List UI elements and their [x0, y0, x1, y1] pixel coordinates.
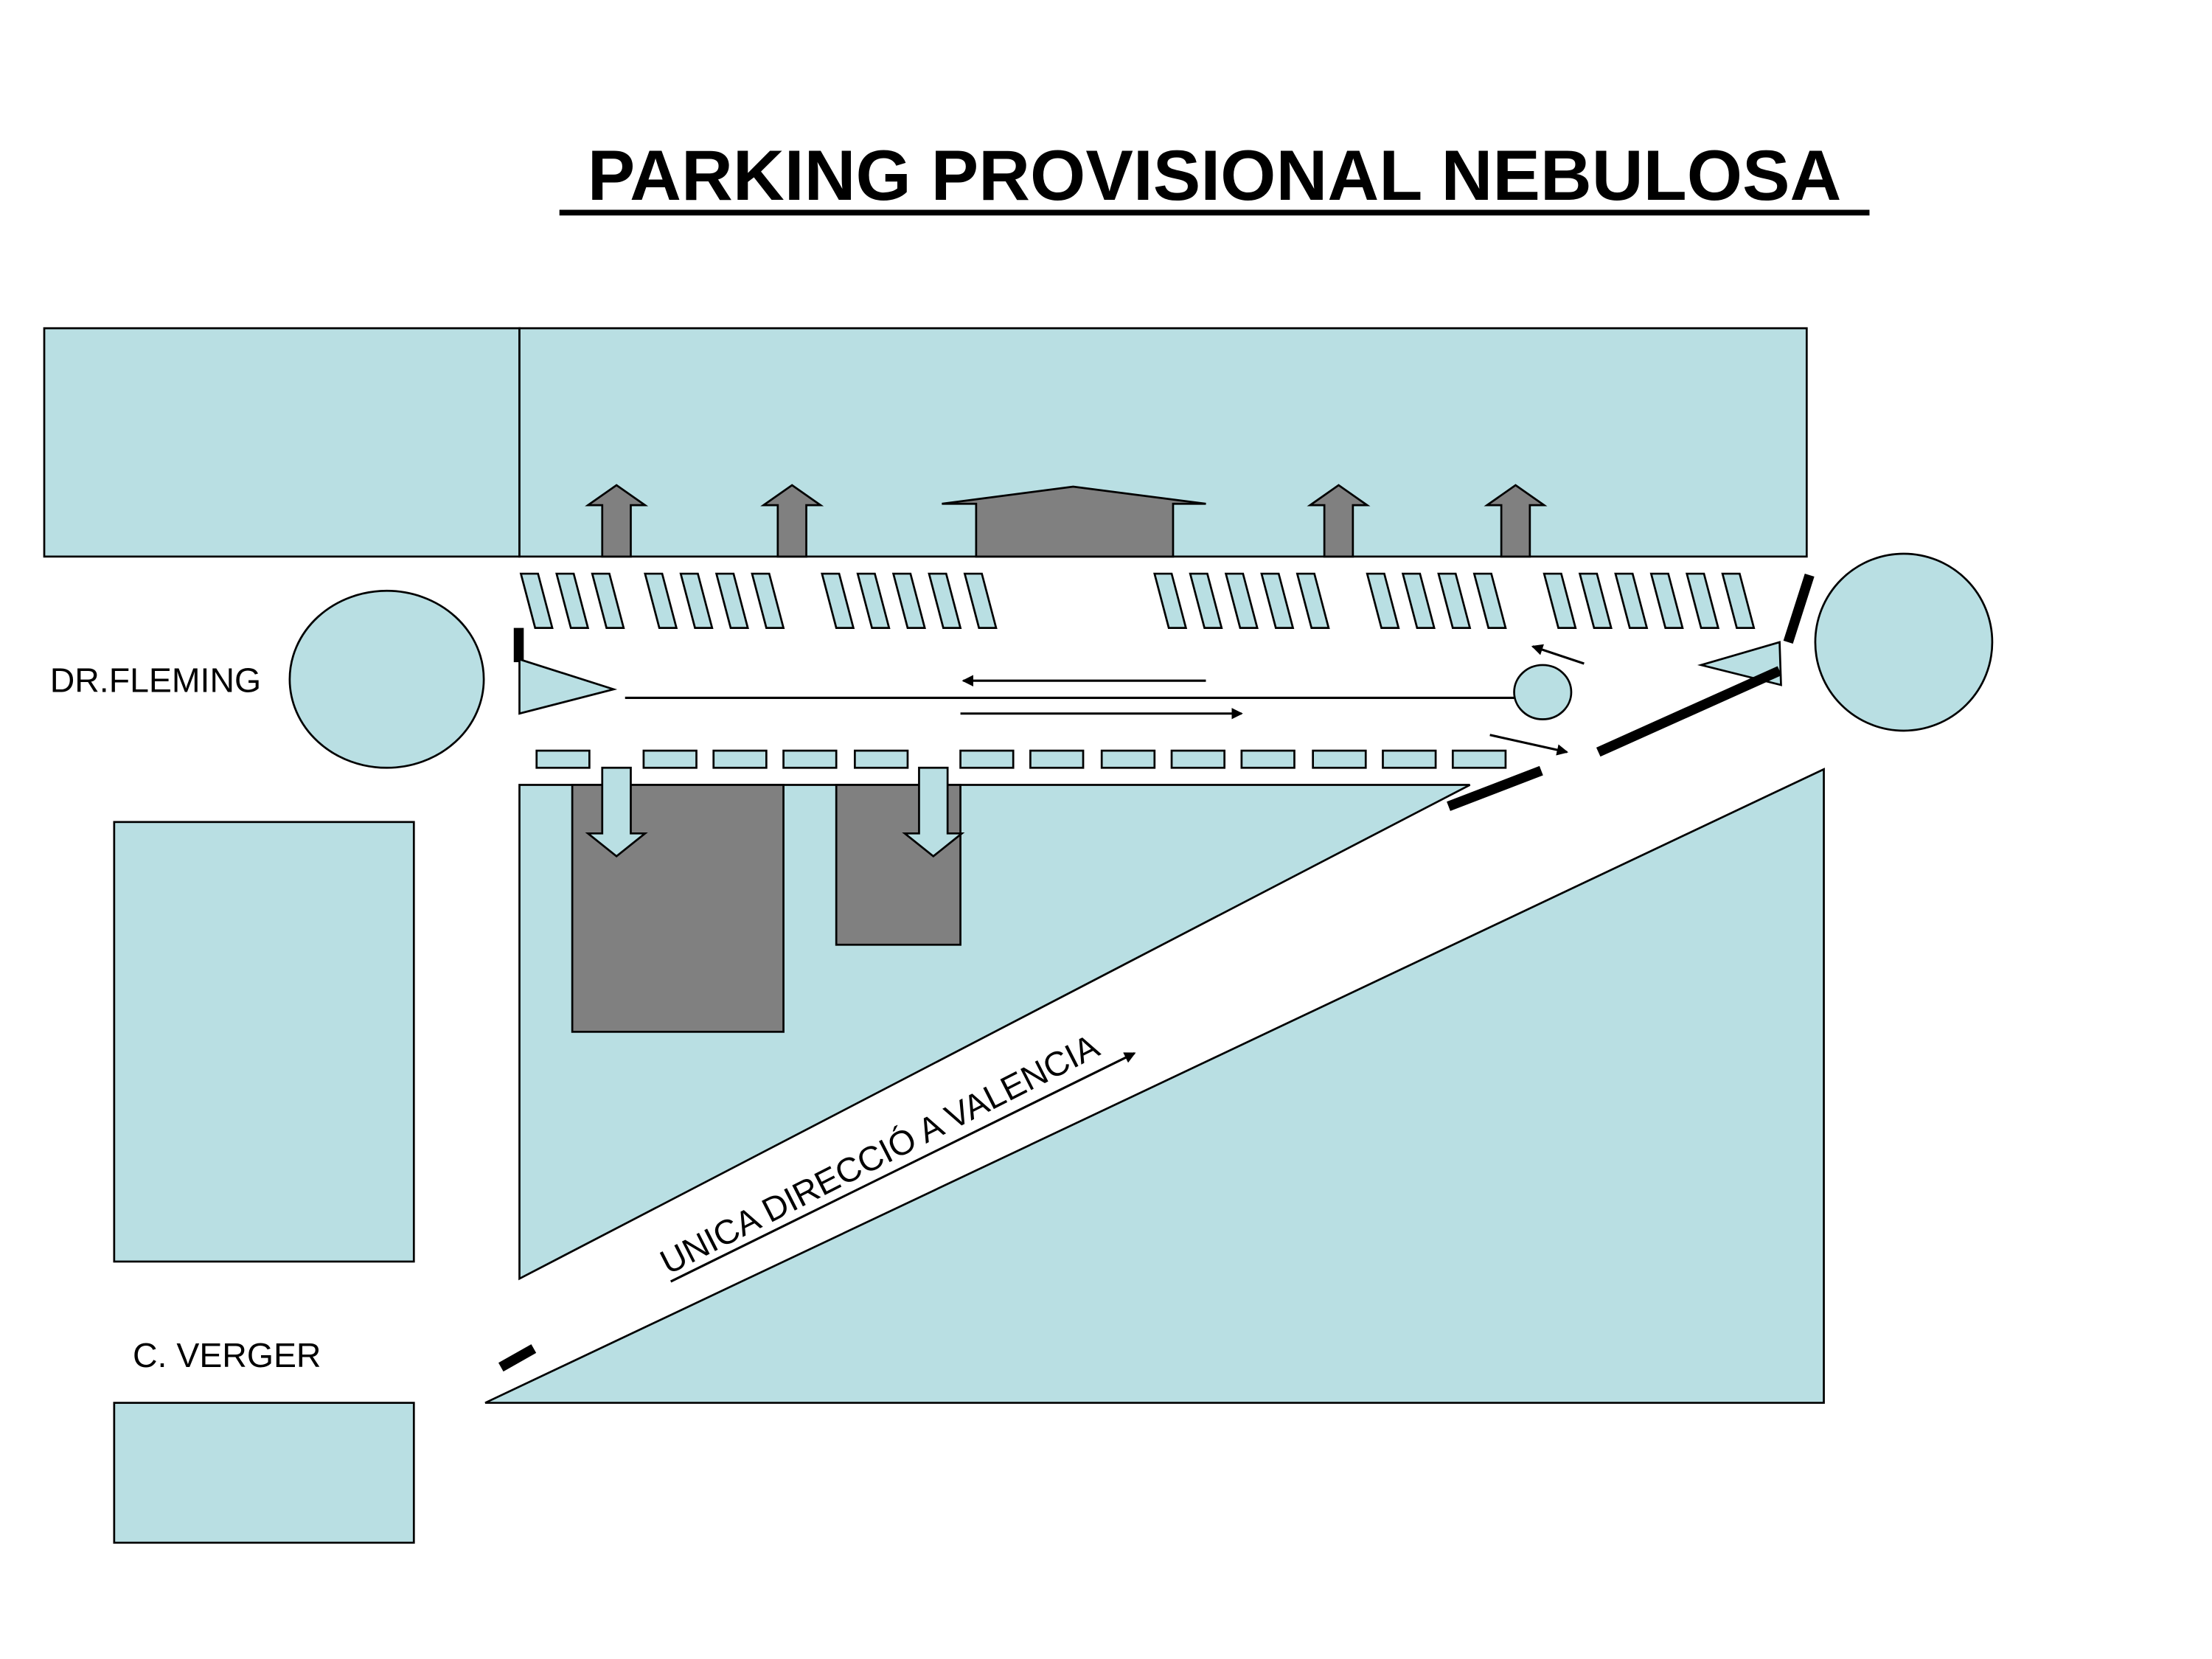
parking-slot-parallel [1029, 749, 1085, 769]
parking-slot-angled [1543, 572, 1577, 629]
parking-slot-angled [1295, 572, 1330, 629]
small-roundabout [1513, 664, 1573, 720]
parking-slot-parallel [1170, 749, 1226, 769]
arrow-direction-valencia [669, 1051, 1136, 1283]
parking-slot-angled [1578, 572, 1613, 629]
parking-slot-parallel [1312, 749, 1367, 769]
parking-slot-parallel [782, 749, 838, 769]
street-label-c-verger: C. VERGER [133, 1336, 321, 1374]
parking-slot-angled [644, 572, 678, 629]
parking-slot-angled [1153, 572, 1188, 629]
entrance-down-arrow-icon [585, 766, 648, 858]
entrance-up-arrow-icon [1484, 484, 1548, 558]
roundabout-left [288, 589, 485, 769]
parking-slot-parallel [712, 749, 768, 769]
page-title: PARKING PROVISIONAL NEBULOSA [588, 135, 1842, 215]
parking-slot-angled [963, 572, 998, 629]
island-triangle-left [518, 658, 618, 715]
parking-slot-angled [1260, 572, 1295, 629]
roundabout-right [1814, 552, 1994, 732]
entrance-up-arrow-icon [1307, 484, 1371, 558]
parking-slot-angled [1472, 572, 1507, 629]
street-label-dr-fleming: DR.FLEMING [50, 661, 261, 700]
parking-slot-parallel [535, 749, 591, 769]
parking-slot-angled [591, 572, 625, 629]
parking-slot-parallel [1100, 749, 1156, 769]
parking-slot-angled [751, 572, 785, 629]
block-left-middle [113, 821, 415, 1263]
parking-slot-parallel [959, 749, 1015, 769]
parking-slot-angled [1224, 572, 1259, 629]
parking-slot-parallel [1240, 749, 1295, 769]
barrier-diagonal-1 [1596, 666, 1782, 757]
parking-slot-angled [891, 572, 926, 629]
block-top-left [43, 327, 521, 558]
barrier-bottom [498, 1344, 537, 1372]
parking-slot-parallel [1451, 749, 1507, 769]
parking-slot-parallel [854, 749, 909, 769]
parking-slot-parallel [642, 749, 698, 769]
arrow-turn-down [1489, 734, 1569, 756]
barrier-right [1783, 573, 1815, 644]
entrance-up-arrow-icon [585, 484, 649, 558]
parking-slot-angled [679, 572, 714, 629]
parking-slot-angled [1401, 572, 1436, 629]
barrier-diagonal-2 [1447, 765, 1543, 811]
parking-slot-angled [1189, 572, 1223, 629]
parking-slot-angled [714, 572, 749, 629]
parking-slot-angled [1437, 572, 1472, 629]
entrance-up-arrow-icon [760, 484, 824, 558]
arrow-turn-up [1531, 644, 1585, 665]
parking-slot-angled [821, 572, 855, 629]
parking-slot-angled [1685, 572, 1720, 629]
entrance-down-arrow-icon [902, 766, 965, 858]
parking-slot-angled [1721, 572, 1756, 629]
barrier-left [513, 627, 524, 663]
parking-slot-angled [1614, 572, 1649, 629]
parking-slot-parallel [1382, 749, 1437, 769]
parking-slot-angled [519, 572, 554, 629]
parking-slot-angled [1366, 572, 1400, 629]
parking-slot-angled [856, 572, 891, 629]
house-building-entrance [942, 485, 1206, 558]
parking-slot-angled [928, 572, 962, 629]
parking-slot-angled [1649, 572, 1684, 629]
block-left-bottom [113, 1402, 415, 1544]
parking-slot-angled [555, 572, 590, 629]
area-lower-right [484, 768, 1825, 1404]
